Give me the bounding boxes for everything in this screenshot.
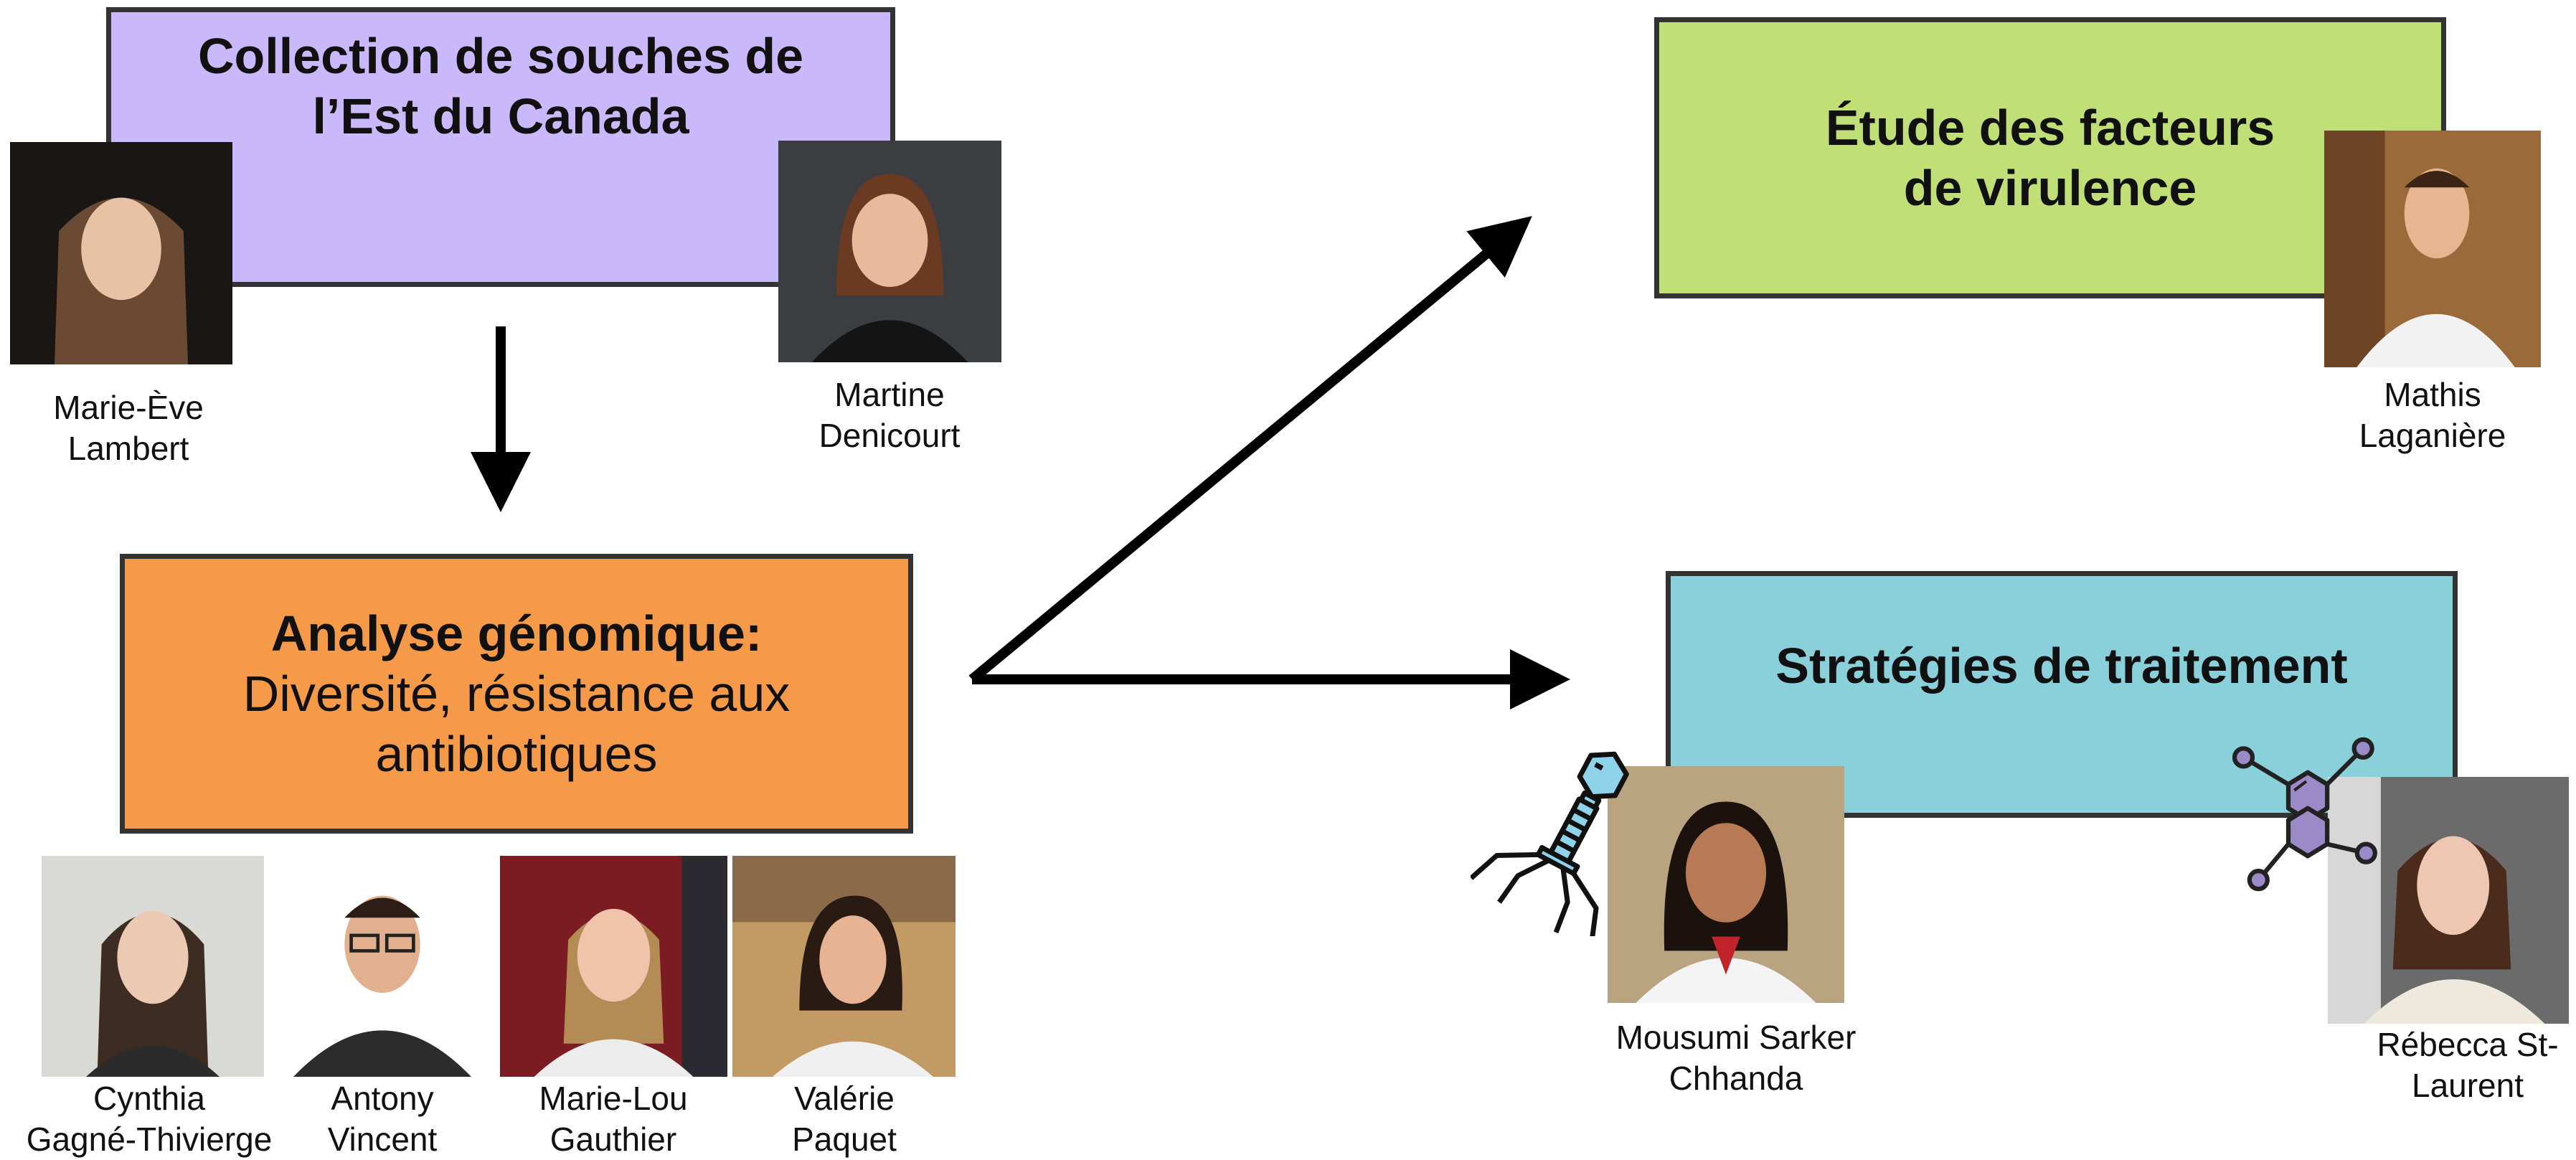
name-martine-denicourt: Martine Denicourt xyxy=(818,376,961,455)
box-genomic-analysis-subtitle: Diversité, résistance aux antibiotiques xyxy=(242,666,791,782)
molecule-icon xyxy=(2232,737,2377,892)
box-strain-collection-title: Collection de souches de l’Est du Canada xyxy=(197,28,804,144)
name-marie-lou-gauthier: Marie-Lou Gauthier xyxy=(539,1080,688,1159)
portrait-mousumi-sarker-chhanda xyxy=(1608,766,1844,1003)
box-virulence-study: Étude des facteurs de virulence xyxy=(1654,17,2446,298)
portrait-valerie-paquet xyxy=(732,856,956,1077)
name-cynthia-gagne-thivierge: Cynthia Gagné-Thivierge xyxy=(26,1080,273,1159)
box-virulence-study-title: Étude des facteurs de virulence xyxy=(1825,100,2275,216)
name-antony-vincent: Antony Vincent xyxy=(327,1080,438,1159)
box-genomic-analysis-title: Analyse génomique: xyxy=(270,605,763,661)
arrow-analyse-to-etude xyxy=(968,216,1532,684)
bacteriophage-icon xyxy=(1471,751,1629,936)
portrait-rebecca-st-laurent xyxy=(2328,777,2569,1024)
portrait-marie-eve-lambert xyxy=(10,142,232,364)
name-valerie-paquet: Valérie Paquet xyxy=(792,1080,897,1159)
box-strain-collection: Collection de souches de l’Est du Canada xyxy=(106,7,895,287)
portrait-mathis-laganiere xyxy=(2324,131,2541,367)
name-mousumi-sarker-chhanda: Mousumi Sarker Chhanda xyxy=(1615,1019,1856,1098)
box-genomic-analysis: Analyse génomique: Diversité, résistance… xyxy=(120,554,913,834)
portrait-antony-vincent xyxy=(271,856,494,1077)
name-marie-eve-lambert: Marie-Ève Lambert xyxy=(53,389,204,468)
name-rebecca-st-laurent: Rébecca St- Laurent xyxy=(2377,1026,2559,1105)
name-mathis-laganiere: Mathis Laganière xyxy=(2359,376,2506,455)
portrait-cynthia-gagne-thivierge xyxy=(42,856,264,1077)
box-treatment-strategies-title: Stratégies de traitement xyxy=(1775,638,2348,694)
portrait-marie-lou-gauthier xyxy=(500,856,727,1077)
portrait-martine-denicourt xyxy=(778,141,1001,362)
